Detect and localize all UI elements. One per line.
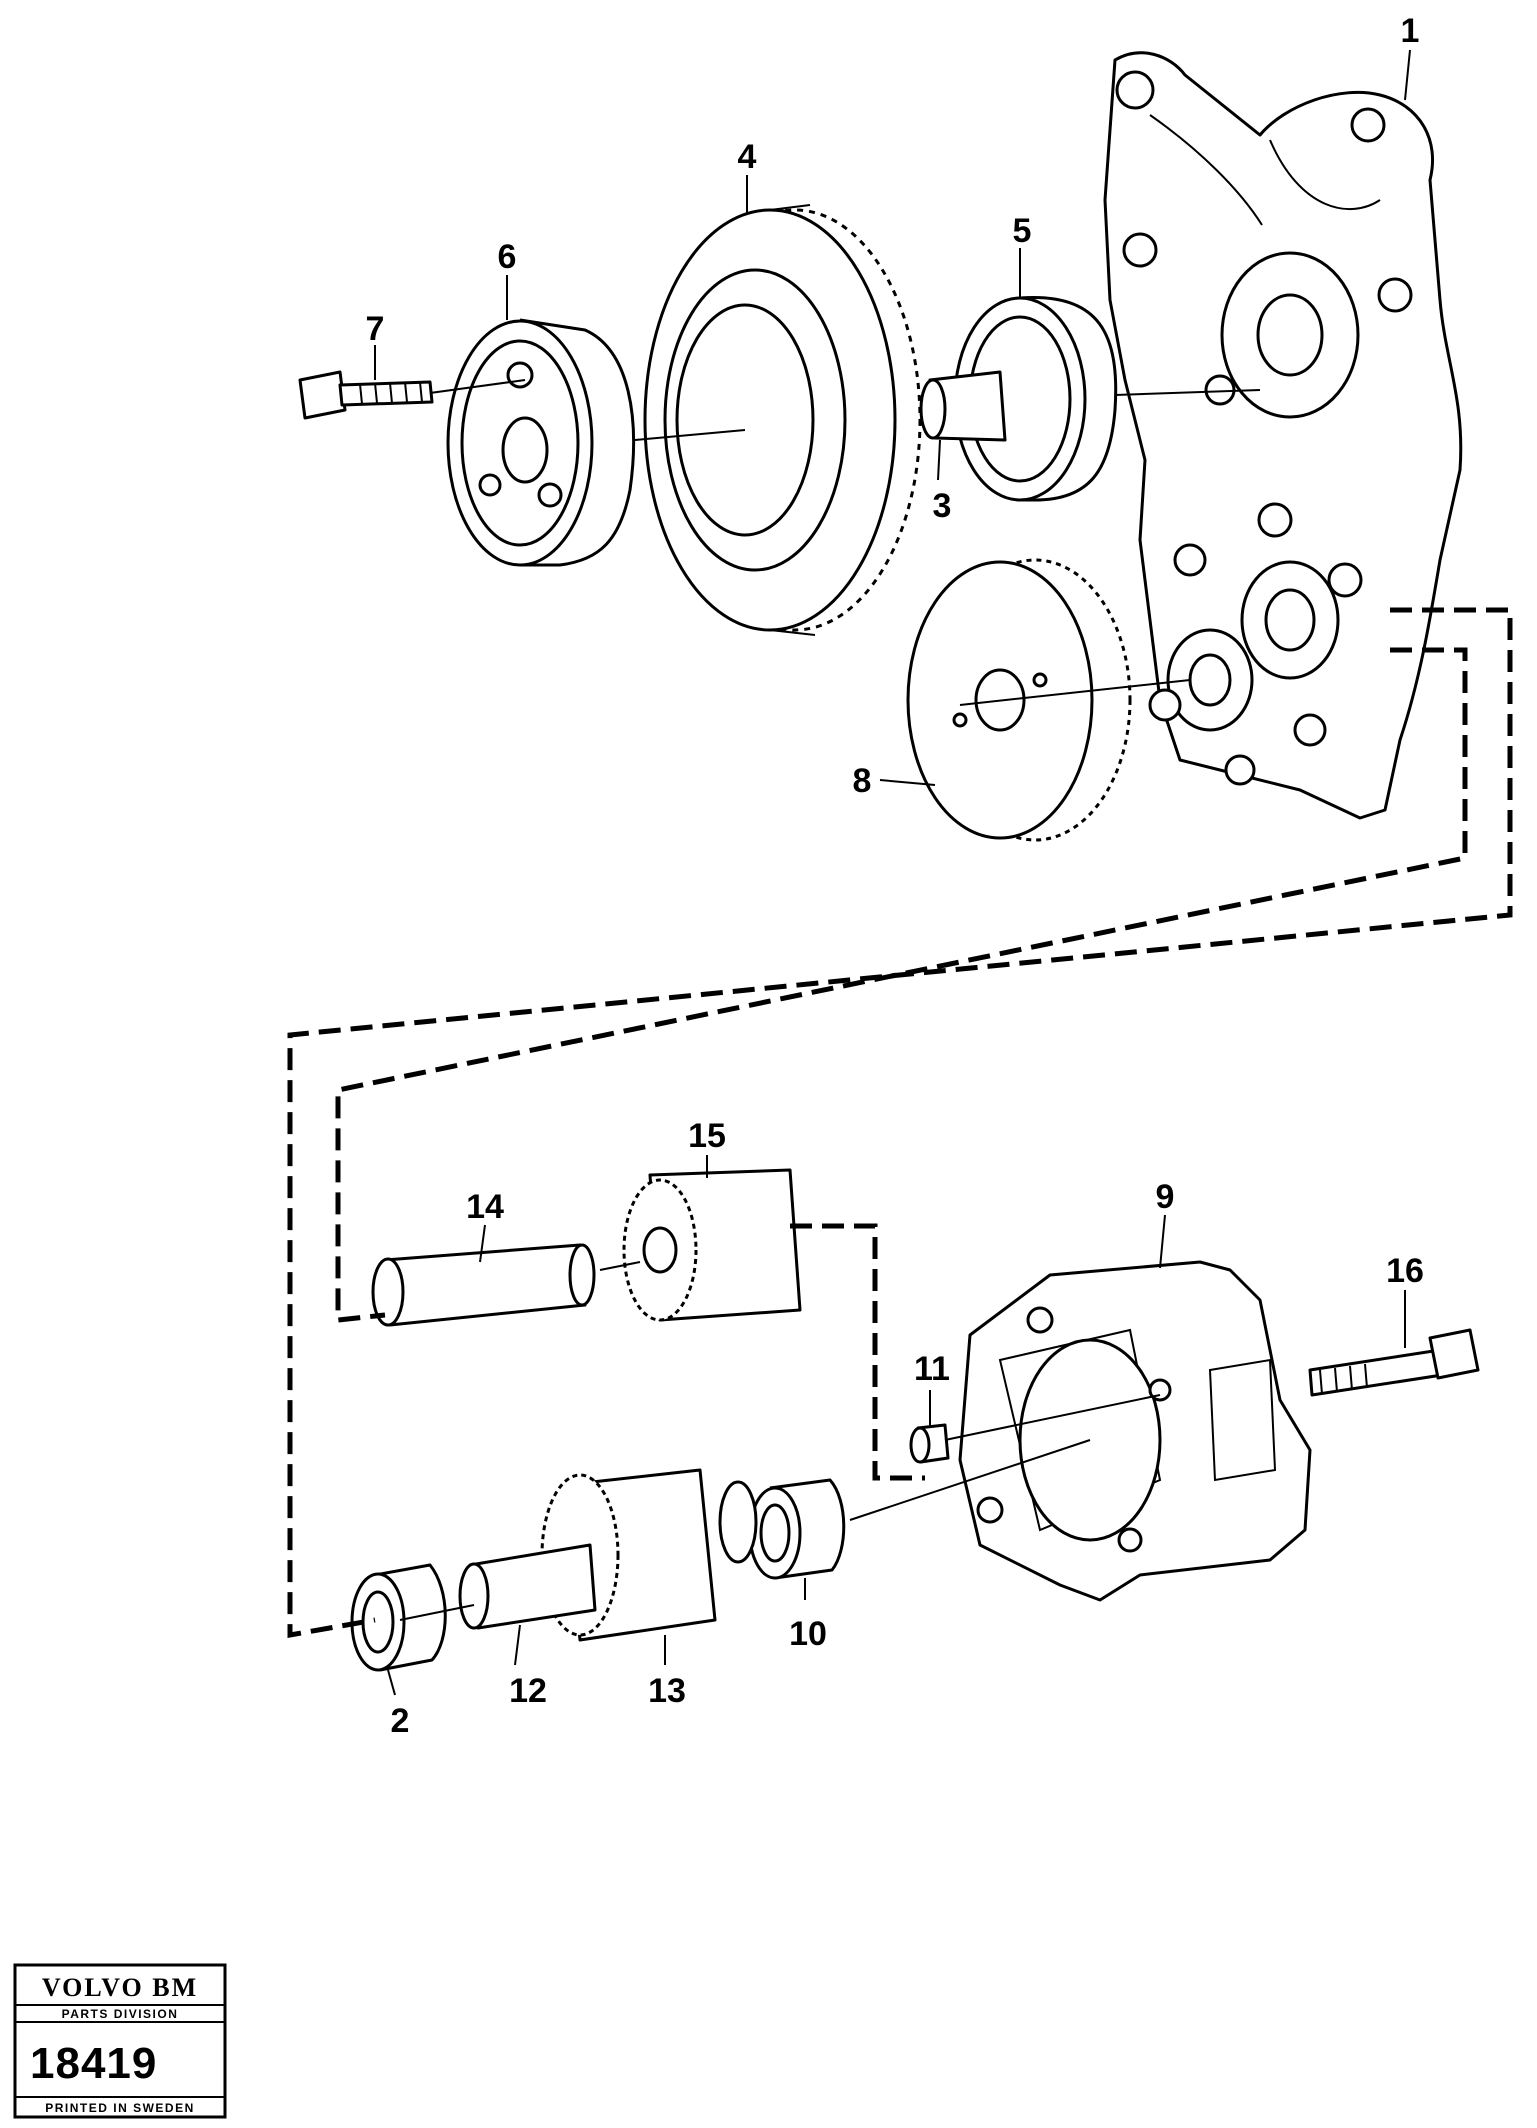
stamp-number: 18419 <box>30 2039 157 2088</box>
pin-part-14 <box>371 1243 596 1327</box>
pump-housing-part-9 <box>958 1260 1312 1602</box>
bolt-part-7 <box>298 370 434 420</box>
callout-8: 8 <box>853 762 872 800</box>
stamp-brand: VOLVO BM <box>42 1973 198 2002</box>
callout-4: 4 <box>738 138 757 176</box>
callout-11: 11 <box>914 1350 950 1388</box>
hub-part-6 <box>446 318 636 567</box>
callout-9: 9 <box>1156 1178 1175 1216</box>
shaft-part-3 <box>919 370 1007 442</box>
callout-7: 7 <box>366 310 385 348</box>
assembly-axis-lines <box>399 379 1261 1621</box>
large-gear-part-4 <box>643 204 922 636</box>
callout-5: 5 <box>1013 212 1032 250</box>
callout-10: 10 <box>789 1615 827 1653</box>
shaft-part-12 <box>458 1543 597 1630</box>
pump-gear-part-15 <box>622 1168 802 1322</box>
stamp-division: PARTS DIVISION <box>62 2007 179 2021</box>
dowel-part-11 <box>909 1423 950 1464</box>
callout-1: 1 <box>1401 12 1420 50</box>
stamp-printed: PRINTED IN SWEDEN <box>45 2101 195 2115</box>
callout-16: 16 <box>1386 1252 1424 1290</box>
bushing-part-10 <box>748 1478 846 1580</box>
callout-labels: 1 2 3 4 5 6 7 8 9 10 11 12 13 14 15 16 <box>366 12 1424 1740</box>
callout-15: 15 <box>688 1117 726 1155</box>
leader-lines <box>374 49 1411 1696</box>
callout-6: 6 <box>498 238 517 276</box>
callout-13: 13 <box>648 1672 686 1710</box>
dashed-connection-lines <box>287 607 1513 1638</box>
volvo-bm-parts-stamp: VOLVO BM PARTS DIVISION 18419 PRINTED IN… <box>13 1963 227 2119</box>
small-gear-part-8 <box>906 558 1132 842</box>
bolt-part-16 <box>1308 1328 1480 1397</box>
callout-14: 14 <box>466 1188 504 1226</box>
bushing-part-2 <box>350 1563 447 1672</box>
callout-3: 3 <box>933 487 952 525</box>
timing-housing-part-1 <box>1103 51 1463 820</box>
callout-2: 2 <box>391 1702 410 1740</box>
callout-12: 12 <box>509 1672 547 1710</box>
